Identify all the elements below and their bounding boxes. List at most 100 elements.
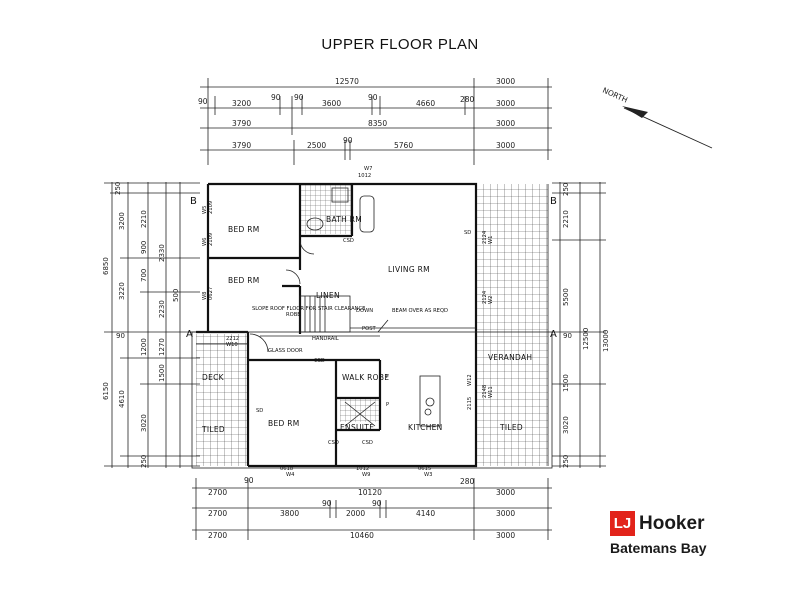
dim-right-6: 1500 [562,374,570,392]
dim-left-4: 2330 [158,244,166,262]
room-bath: BATH RM [326,215,362,224]
note-w10: W10 [226,342,238,348]
lj-brand: Hooker [639,513,705,534]
dim-top-r2-3: 90 [294,93,304,102]
note-w4: W4 [286,472,295,478]
note-csd-1: CSD [343,238,354,244]
dim-right-3: 12500 [582,328,590,350]
notes: SLOPE ROOF FLOOR FOR STAIR CLEARANCE HAN… [202,166,494,478]
room-bed-3: BED RM [268,419,300,428]
north-label: NORTH [601,86,629,105]
note-slope-roof: SLOPE ROOF FLOOR FOR STAIR CLEARANCE [252,306,365,312]
dim-top-r4-3: 5760 [394,141,413,150]
room-kitchen: KITCHEN [408,423,443,432]
dim-left-15: 3020 [140,414,148,432]
dim-left-2: 2210 [140,210,148,228]
dim-left-16: 250 [140,455,148,468]
dim-top-r2-0: 90 [198,97,208,106]
dim-top-r4-1: 2500 [307,141,326,150]
dim-left-0: 250 [114,182,122,195]
dim-top-r3-2: 3000 [496,119,515,128]
note-w10-size: 2212 [226,336,239,342]
note-w12-size: 2115 [467,397,473,410]
dim-left-17: 90 [116,332,125,340]
north-arrow: NORTH [601,86,713,149]
dim-bot-r2-2: 90 [322,499,332,508]
note-w6: W6 [202,238,208,246]
dim-bot-r1-3: 280 [460,477,475,486]
dim-top-r2-1: 3200 [232,99,251,108]
note-beam: BEAM OVER AS REQD [392,308,448,314]
note-csd-2: CSD [314,358,325,364]
note-handrail: HANDRAIL [312,336,339,342]
note-w5-size: 2109 [208,201,214,214]
room-tiled-left: TILED [201,425,225,434]
dim-top-r2-5: 90 [368,93,378,102]
note-w1: W1 [488,236,494,244]
dim-left-6: 3220 [118,282,126,300]
dim-left-14: 4610 [118,390,126,408]
note-w4-size: 0618 [280,466,293,472]
dim-left-3: 900 [140,241,148,254]
dim-left-1: 3200 [118,212,126,230]
note-sd-2: SD [256,408,263,414]
left-dimension-lines [104,182,200,468]
room-deck: DECK [202,373,225,382]
note-w3: W3 [424,472,432,478]
dim-top-r4-2: 90 [343,136,353,145]
note-pantry: P [386,402,389,408]
dim-left-13: 6150 [102,382,110,400]
dim-bot-r3-0: 2700 [208,531,227,540]
left-dimension-values: 250 3200 2210 900 2330 6850 3220 700 500… [102,182,180,468]
note-down: DOWN [356,308,373,314]
note-csd-4: CSD [362,440,373,446]
note-w6-size: 2109 [208,233,214,246]
dim-bot-r2-5: 4140 [416,509,435,518]
bottom-dimension-lines [192,478,552,540]
room-tiled-right: TILED [499,423,523,432]
dim-left-9: 2230 [158,300,166,318]
lj-mark: LJ [610,511,635,536]
dim-bot-r2-6: 3000 [496,509,515,518]
room-walk-robe: WALK ROBE [342,373,389,382]
dim-top-r2-7: 280 [460,95,475,104]
room-labels: BED RM BED RM BED RM BATH RM LIVING RM L… [201,215,532,434]
note-w5: W5 [202,206,208,214]
dim-bot-r2-4: 90 [372,499,382,508]
right-dimension-values: 250 2210 5500 12500 13000 3020 1500 90 2… [562,183,610,468]
note-sd: SD [464,230,471,236]
plan-title: UPPER FLOOR PLAN [321,36,479,53]
dim-top-r4-0: 3790 [232,141,251,150]
right-dimension-lines [552,182,606,468]
note-w2-size: 2124 [482,290,488,304]
note-w11-size: 2148 [482,385,488,398]
section-b-right: B [550,196,557,207]
note-w8: W8 [202,292,208,300]
dim-left-7: 700 [140,269,148,282]
note-robe: ROBE [286,312,301,318]
dim-bot-r2-0: 2700 [208,509,227,518]
note-post: POST [362,326,377,332]
dim-top-r2-8: 3000 [496,99,515,108]
dim-right-1: 2210 [562,210,570,228]
room-linen: LINEN [316,291,340,300]
dim-top-r2-6: 4660 [416,99,435,108]
dim-left-12: 1500 [158,364,166,382]
note-w7-size: 1012 [358,173,371,179]
dim-bot-r2-1: 3800 [280,509,299,518]
room-verandah: VERANDAH [488,353,532,362]
dim-left-10: 1200 [140,338,148,356]
room-ensuite: ENSUITE [340,423,374,432]
dim-top-r2-4: 3600 [322,99,341,108]
dim-bot-r1-1: 90 [244,476,254,485]
tiled-areas [196,184,548,466]
section-a-left: A [186,329,193,340]
dim-top-r3-1: 8350 [368,119,387,128]
dim-top-verandah: 3000 [496,77,515,86]
lj-hooker-logo: LJ Hooker Batemans Bay [610,511,740,571]
dim-top-overall: 12570 [335,77,359,86]
room-living: LIVING RM [388,265,430,274]
dim-left-11: 1270 [158,338,166,356]
note-w9: W9 [362,472,370,478]
note-w7: W7 [364,166,372,172]
